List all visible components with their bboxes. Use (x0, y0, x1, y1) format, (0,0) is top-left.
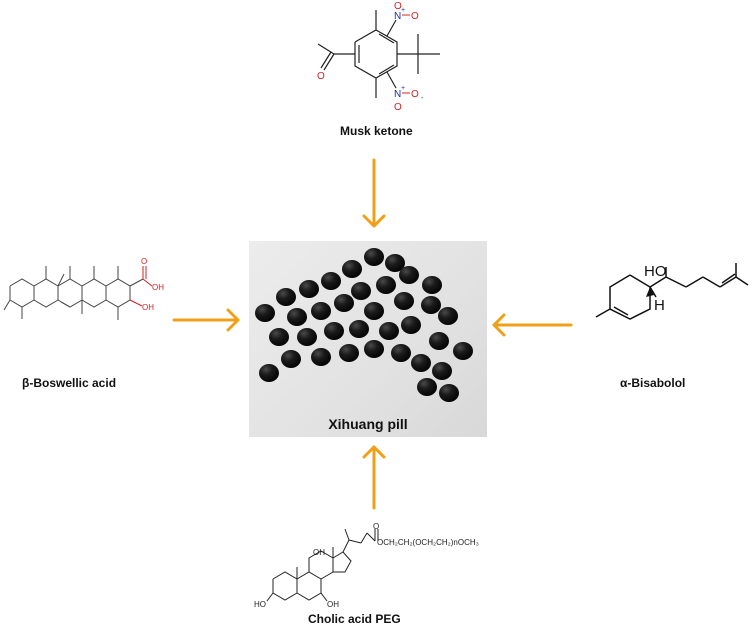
peg-carbonyl-o: O (373, 523, 379, 531)
acetyl-oxygen: O (317, 71, 325, 82)
boswellic-acid-oh: OH (152, 283, 164, 292)
xihuang-pill-label: Xihuang pill (328, 416, 408, 432)
bisabolol-ho: HO (644, 263, 667, 280)
arrow-top (362, 158, 386, 228)
pill-beads (255, 248, 473, 402)
boswellic-acid-structure: O OH OH (3, 257, 164, 320)
boswellic-carbonyl-o: O (141, 257, 147, 266)
arrow-bottom (362, 445, 386, 510)
musk-ketone-label: Musk ketone (340, 124, 413, 138)
boswellic-acid-label: β-Boswellic acid (22, 376, 117, 390)
xihuang-pill-photo: Xihuang pill (249, 241, 487, 437)
cholic-acid-peg-label: Cholic acid PEG (308, 612, 401, 626)
nitro-n-bottom: N (394, 89, 401, 100)
arrow-right (492, 313, 573, 337)
bisabolol-label: α-Bisabolol (620, 376, 686, 390)
nitro-o-bottom-right: O (411, 89, 419, 100)
bisabolol-structure: HO H (595, 263, 749, 320)
arrow-left (172, 308, 240, 332)
bisabolol-h: H (654, 297, 665, 314)
nitro-plus-top: + (401, 7, 405, 14)
nitro-o-top-up: O (394, 1, 402, 12)
nitro-minus-bottom: - (421, 95, 424, 102)
cholic-oh-12: OH (313, 548, 325, 557)
cholic-oh-7: OH (327, 600, 339, 609)
cholic-acid-peg-structure: O OCH₂CH₂(OCH₂CH₂)nOCH₃ OH OH HO (254, 523, 479, 609)
nitro-o-top-right: O (411, 11, 419, 22)
peg-chain-text: OCH₂CH₂(OCH₂CH₂)nOCH₃ (377, 538, 479, 547)
nitro-n-top: N (394, 11, 401, 22)
nitro-plus-bottom: + (401, 85, 405, 92)
cholic-ho-3: HO (254, 600, 266, 609)
nitro-o-bottom-down: O (394, 102, 402, 113)
boswellic-ring-oh: OH (142, 303, 154, 312)
musk-ketone-structure: O N + O O N + O - O (317, 1, 440, 113)
